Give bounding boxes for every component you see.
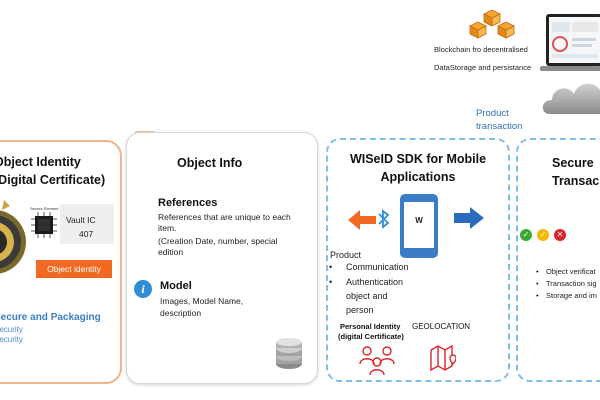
- card4-bullet-dot-2: •: [536, 279, 539, 288]
- cross-icon: ✕: [554, 229, 566, 241]
- check-icon: ✓: [520, 229, 532, 241]
- secure-transaction-card: [516, 138, 600, 382]
- wiseid-title-1: WISeID SDK for Mobile: [349, 152, 487, 166]
- references-heading: References: [158, 197, 218, 209]
- phone-screen: [404, 202, 434, 248]
- vault-ic-box: [60, 204, 114, 244]
- blockchain-label-2: DataStorage and persistance: [434, 63, 532, 72]
- geolocation-label: GEOLOCATION: [412, 322, 471, 331]
- communication-item: Communication: [346, 262, 409, 272]
- blockchain-label-1: Blockchain fro decentralised: [434, 45, 528, 54]
- object-info-title: Object Info: [177, 156, 243, 170]
- model-text-1: Images, Model Name,: [160, 296, 244, 306]
- warning-icon: ✓: [537, 229, 549, 241]
- cloud-icon: [542, 83, 600, 114]
- product-transaction-line2: transaction: [476, 121, 523, 132]
- references-text-1: References that are unique to each: [158, 212, 291, 222]
- references-text-3: (Creation Date, number, special: [158, 236, 278, 246]
- people-icon: [359, 346, 395, 376]
- transaction-signature-item: Transaction sig: [546, 279, 597, 288]
- object-verification-item: Object verificat: [546, 267, 596, 276]
- digital-certificate-label: (digital Certificate): [338, 332, 404, 341]
- object-identity-title-1: Object Identity: [0, 155, 81, 169]
- object-identity-badge: Object identity: [36, 260, 112, 278]
- chip-icon: [31, 212, 57, 238]
- authentication-item-2: object and: [346, 291, 388, 301]
- references-text-4: edition: [158, 247, 184, 257]
- vault-ic-label-1: Vault IC: [66, 215, 96, 225]
- references-text-2: item.: [158, 223, 177, 233]
- storage-item: Storage and im: [546, 291, 597, 300]
- object-identity-badge-label: Object identity: [47, 264, 101, 274]
- secure-transaction-title-1: Secure: [552, 156, 594, 170]
- object-identity-title-2: (Digital Certificate): [0, 173, 106, 187]
- authentication-item-1: Authentication: [346, 277, 404, 287]
- arrow-right-icon: [454, 207, 484, 229]
- tag-device-icon: [0, 200, 26, 274]
- security-line-2: Security: [0, 335, 23, 344]
- card4-bullet-dot-1: •: [536, 267, 539, 276]
- bullet-dot-2: •: [329, 277, 333, 287]
- card4-bullet-dot-3: •: [536, 291, 539, 300]
- blocks-icon: [469, 9, 515, 39]
- secure-transaction-title-2: Transac: [552, 174, 600, 188]
- vault-ic-label-2: 407: [79, 229, 94, 239]
- security-line-1: Security: [0, 325, 23, 334]
- database-icon: [276, 338, 302, 369]
- info-icon-glyph: i: [141, 282, 145, 296]
- bullet-dot-1: •: [329, 262, 333, 272]
- chip-caption: Secure Element: [30, 206, 59, 211]
- wiseid-title-2: Applications: [380, 170, 456, 184]
- secure-packaging-heading: Secure and Packaging: [0, 312, 101, 323]
- authentication-item-3: person: [346, 305, 374, 315]
- model-heading: Model: [160, 280, 192, 292]
- product-label: Product: [330, 250, 362, 260]
- model-text-2: description: [160, 308, 202, 318]
- bluetooth-icon: [378, 209, 390, 229]
- map-pin-icon: [430, 344, 456, 372]
- product-transaction-line1: Product: [476, 108, 509, 119]
- personal-identity-label: Personal Identity: [340, 322, 401, 331]
- laptop-icon: [540, 14, 600, 71]
- app-logo: W: [415, 216, 423, 225]
- arrow-left-icon: [348, 210, 376, 230]
- wiseid-sdk-card: [326, 138, 510, 382]
- info-icon: i: [134, 280, 152, 298]
